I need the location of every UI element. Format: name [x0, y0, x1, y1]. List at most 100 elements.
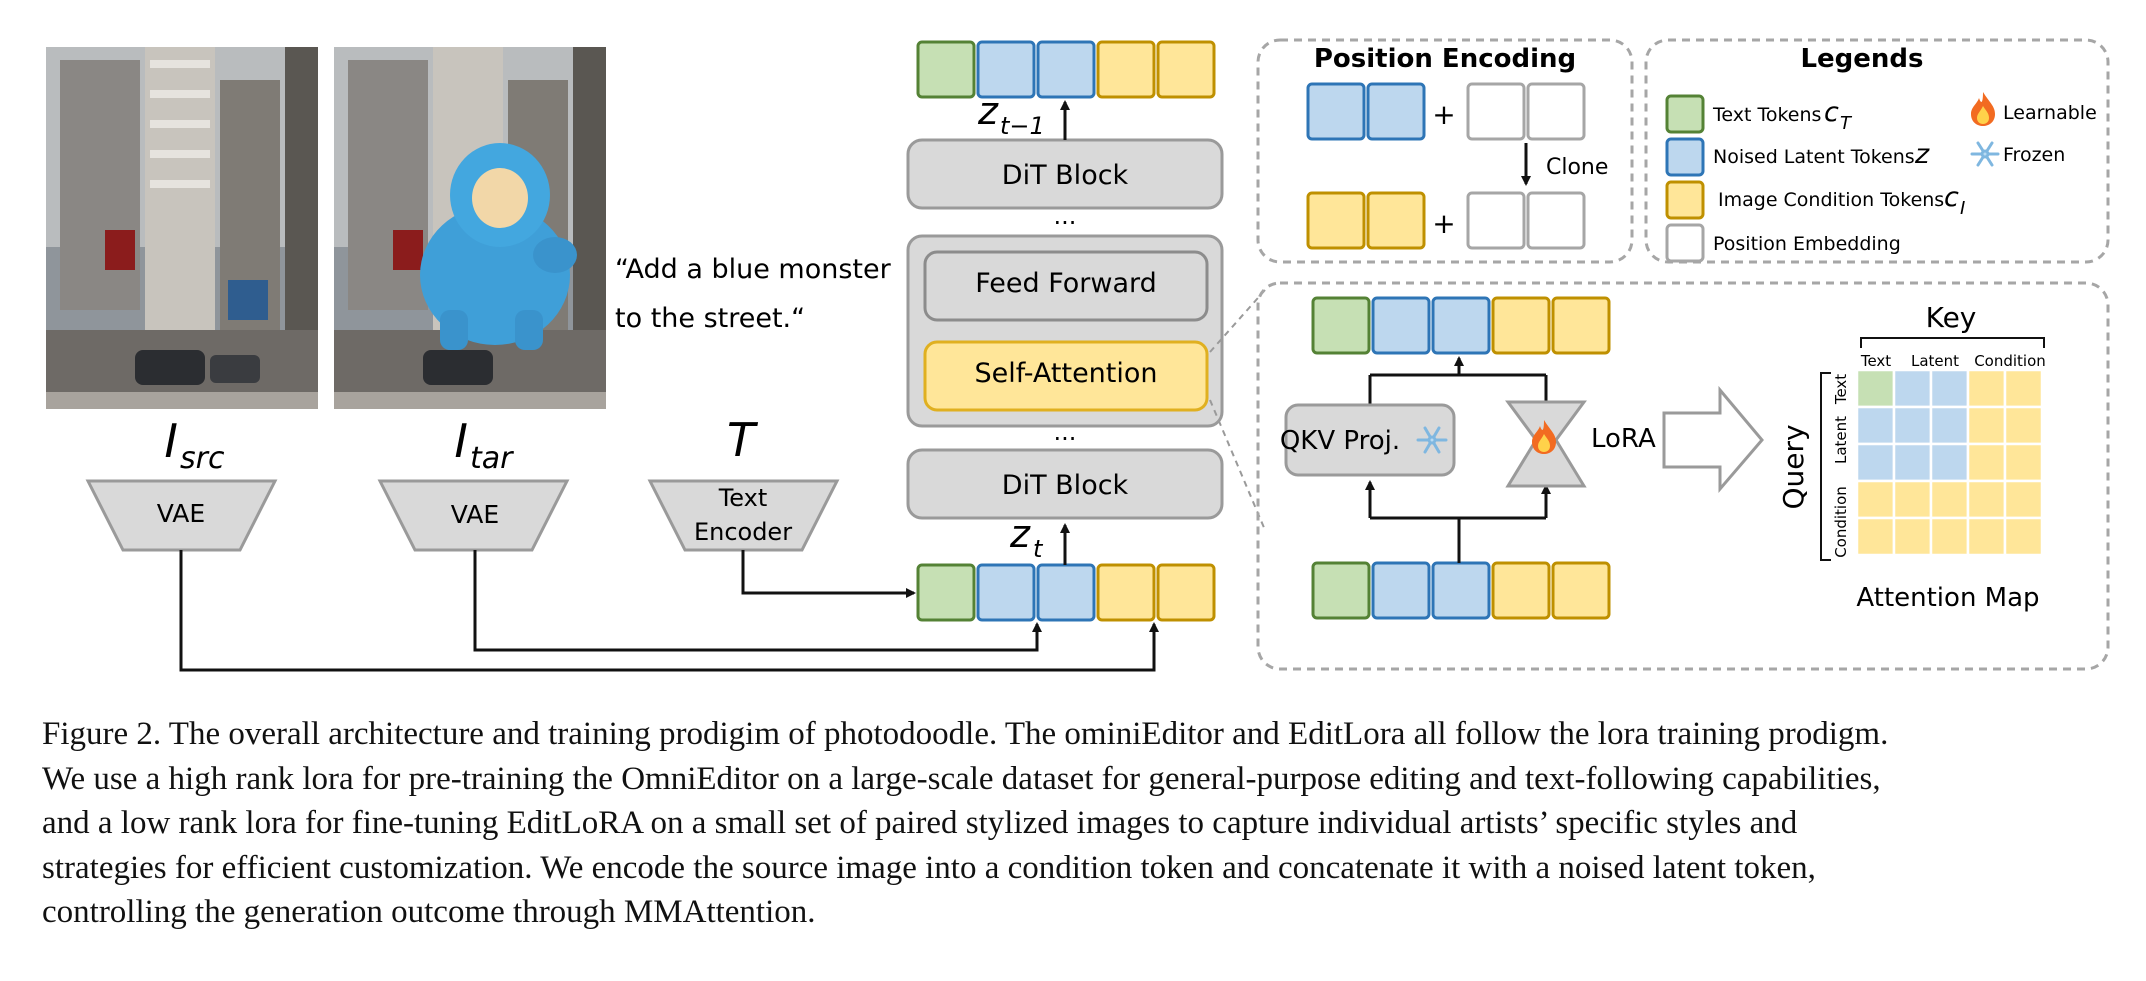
text-encoder-line2: Encoder — [694, 518, 792, 546]
legends-title: Legends — [1800, 44, 1923, 74]
pe-plus-2: + — [1432, 207, 1455, 240]
legend-text-symbol: c — [1824, 97, 1839, 128]
encoder-connectors — [179, 550, 1159, 672]
prompt-text-line2: to the street.“ — [615, 303, 805, 334]
feed-forward-block — [923, 250, 1209, 322]
legend-text-sub: T — [1840, 113, 1853, 134]
dit-block-top-label: DiT Block — [1002, 160, 1129, 191]
key-col-latent: Latent — [1911, 352, 1959, 370]
output-text-token — [916, 40, 976, 99]
attn-branch-lines — [1365, 356, 1551, 563]
source-label-sub: src — [180, 441, 225, 476]
zoom-connectors — [1209, 289, 1266, 531]
z-t-1-label: z t−1 — [977, 89, 1045, 140]
legends-panel: Legends Text Tokens c T Noised Latent To… — [1644, 38, 2110, 264]
legend-position-label: Position Embedding — [1713, 233, 1901, 255]
pe-condition-token-2 — [1366, 191, 1426, 250]
position-encoding-panel: Position Encoding + Clone + — [1256, 38, 1634, 264]
position-encoding-title: Position Encoding — [1314, 44, 1576, 74]
output-condition-token-1 — [1096, 40, 1156, 99]
caption-line-5: controlling the generation outcome throu… — [42, 894, 816, 930]
key-col-condition: Condition — [1974, 352, 2046, 370]
legend-frozen-label: Frozen — [2003, 144, 2065, 166]
caption-line-3: and a low rank lora for fine-tuning Edit… — [42, 805, 1798, 841]
z-t-main: z — [1009, 512, 1031, 556]
pe-embedding-3 — [1466, 191, 1526, 250]
big-arrow — [1662, 385, 1764, 494]
target-label-sub: tar — [470, 441, 514, 476]
pe-condition-token-1 — [1306, 191, 1366, 250]
blue-monster — [420, 143, 577, 350]
vae-encoder-2: VAE — [377, 479, 570, 552]
vae-label-2: VAE — [451, 500, 499, 529]
target-label: I tar — [454, 414, 514, 476]
z-t-sub: t — [1033, 535, 1044, 563]
source-image — [46, 47, 318, 409]
key-label: Key — [1926, 301, 1977, 334]
pe-latent-token-1 — [1306, 82, 1366, 141]
input-condition-token-2 — [1156, 563, 1216, 622]
text-encoder: Text Encoder — [647, 479, 840, 552]
lora-label: LoRA — [1591, 424, 1656, 454]
text-prompt-label: T — [727, 413, 759, 467]
attn-input-tokens — [1311, 561, 1611, 620]
target-image — [334, 47, 606, 409]
feed-forward-label: Feed Forward — [975, 268, 1157, 299]
pe-plus-1: + — [1432, 98, 1455, 131]
legend-condition-sub: I — [1960, 198, 1965, 219]
caption-line-4: strategies for efficient customization. … — [42, 849, 1816, 886]
legend-text-label: Text Tokens — [1712, 104, 1821, 126]
vae-encoder-1: VAE — [85, 479, 278, 552]
legend-learnable-label: Learnable — [2003, 102, 2097, 124]
snowflake-icon — [1970, 141, 2000, 167]
input-condition-token-1 — [1096, 563, 1156, 622]
legend-latent-swatch — [1665, 137, 1705, 177]
source-label-main: I — [164, 414, 178, 468]
input-latent-token-2 — [1036, 563, 1096, 622]
attention-map-label: Attention Map — [1856, 583, 2039, 613]
vae-label-1: VAE — [157, 499, 205, 528]
flame-icon — [1971, 92, 1995, 126]
attn-output-tokens — [1311, 296, 1611, 355]
legend-latent-symbol: z — [1914, 139, 1930, 170]
self-attention-block — [923, 340, 1209, 412]
caption-line-2: We use a high rank lora for pre-training… — [42, 760, 1881, 797]
input-text-token — [916, 563, 976, 622]
qkv-proj-label: QKV Proj. — [1280, 426, 1400, 456]
dit-block-bottom-label: DiT Block — [1002, 470, 1129, 501]
legend-condition-label: Image Condition Tokens — [1718, 189, 1944, 211]
output-latent-token-2 — [1036, 40, 1096, 99]
output-token-row — [916, 40, 1216, 99]
target-label-main: I — [454, 414, 468, 468]
z-t-1-sub: t−1 — [1000, 112, 1045, 140]
pe-latent-token-2 — [1366, 82, 1426, 141]
z-t-1-main: z — [977, 89, 999, 133]
input-latent-token-1 — [976, 563, 1036, 622]
query-label: Query — [1777, 424, 1810, 509]
snowflake-icon — [1416, 426, 1448, 454]
qkv-proj-block — [1284, 403, 1456, 477]
query-bracket — [1820, 372, 1831, 561]
dit-block-top: DiT Block — [906, 138, 1224, 210]
z-t-label: z t — [1009, 512, 1044, 563]
source-label: I src — [164, 414, 225, 476]
text-encoder-line1: Text — [718, 484, 768, 512]
pe-embedding-4 — [1526, 191, 1586, 250]
pe-embedding-1 — [1466, 82, 1526, 141]
output-condition-token-2 — [1156, 40, 1216, 99]
legend-latent-label: Noised Latent Tokens — [1713, 146, 1915, 168]
key-bracket — [1860, 337, 2045, 348]
attention-map-grid — [1855, 368, 2044, 557]
transformer-layer: Feed Forward Self-Attention — [906, 234, 1224, 428]
figure-caption: Figure 2. The overall architecture and t… — [42, 712, 2112, 935]
prompt-text-line1: “Add a blue monster — [615, 254, 892, 285]
attention-detail-panel: QKV Proj. LoRA Key Text Latent Condition… — [1256, 281, 2110, 671]
output-latent-token-1 — [976, 40, 1036, 99]
legend-position-swatch — [1665, 223, 1705, 263]
legend-condition-swatch — [1665, 180, 1705, 220]
key-col-text: Text — [1860, 352, 1891, 370]
input-token-row — [916, 563, 1216, 622]
caption-line-1: Figure 2. The overall architecture and t… — [42, 716, 1889, 752]
query-row-condition: Condition — [1832, 486, 1850, 558]
